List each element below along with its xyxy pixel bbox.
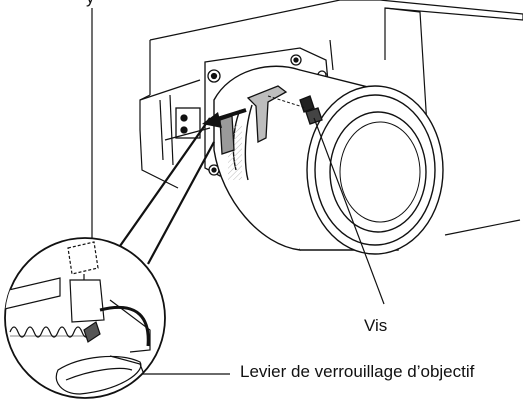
lens-lock-lever-label: Levier de verrouillage d’objectif (240, 362, 475, 381)
projection-lens (213, 65, 444, 255)
lens-lock-bracket (164, 85, 288, 155)
top-callout-label: y (86, 0, 95, 6)
zoom-connector (119, 117, 215, 265)
zoom-detail-circle (4, 237, 166, 399)
screw-label: Vis (364, 316, 388, 335)
spring-coil (9, 326, 91, 338)
screw-insertion-path (267, 95, 307, 109)
screw (299, 95, 323, 125)
